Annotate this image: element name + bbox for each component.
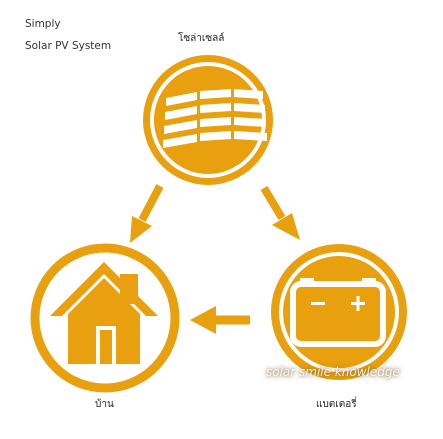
watermark-text: solar smile knowledge — [266, 365, 400, 379]
solar-node — [143, 55, 273, 185]
home-node — [30, 243, 180, 393]
home-label: บ้าน — [95, 399, 114, 410]
arrow-solar-to-home — [130, 184, 164, 243]
battery-label: แบตเตอรี่ — [316, 399, 357, 410]
diagram-title-line1: Simply — [25, 18, 61, 30]
solar-label: โซล่าเซลล์ — [178, 33, 225, 44]
diagram-title-line2: Solar PV System — [25, 40, 112, 52]
solar-panel-icon — [163, 89, 267, 148]
battery-icon — [290, 278, 386, 347]
arrow-battery-to-home — [190, 306, 250, 334]
battery-node — [271, 244, 407, 380]
arrow-solar-to-battery — [260, 185, 300, 240]
battery-minus-sign — [311, 302, 325, 305]
house-icon — [50, 262, 158, 364]
